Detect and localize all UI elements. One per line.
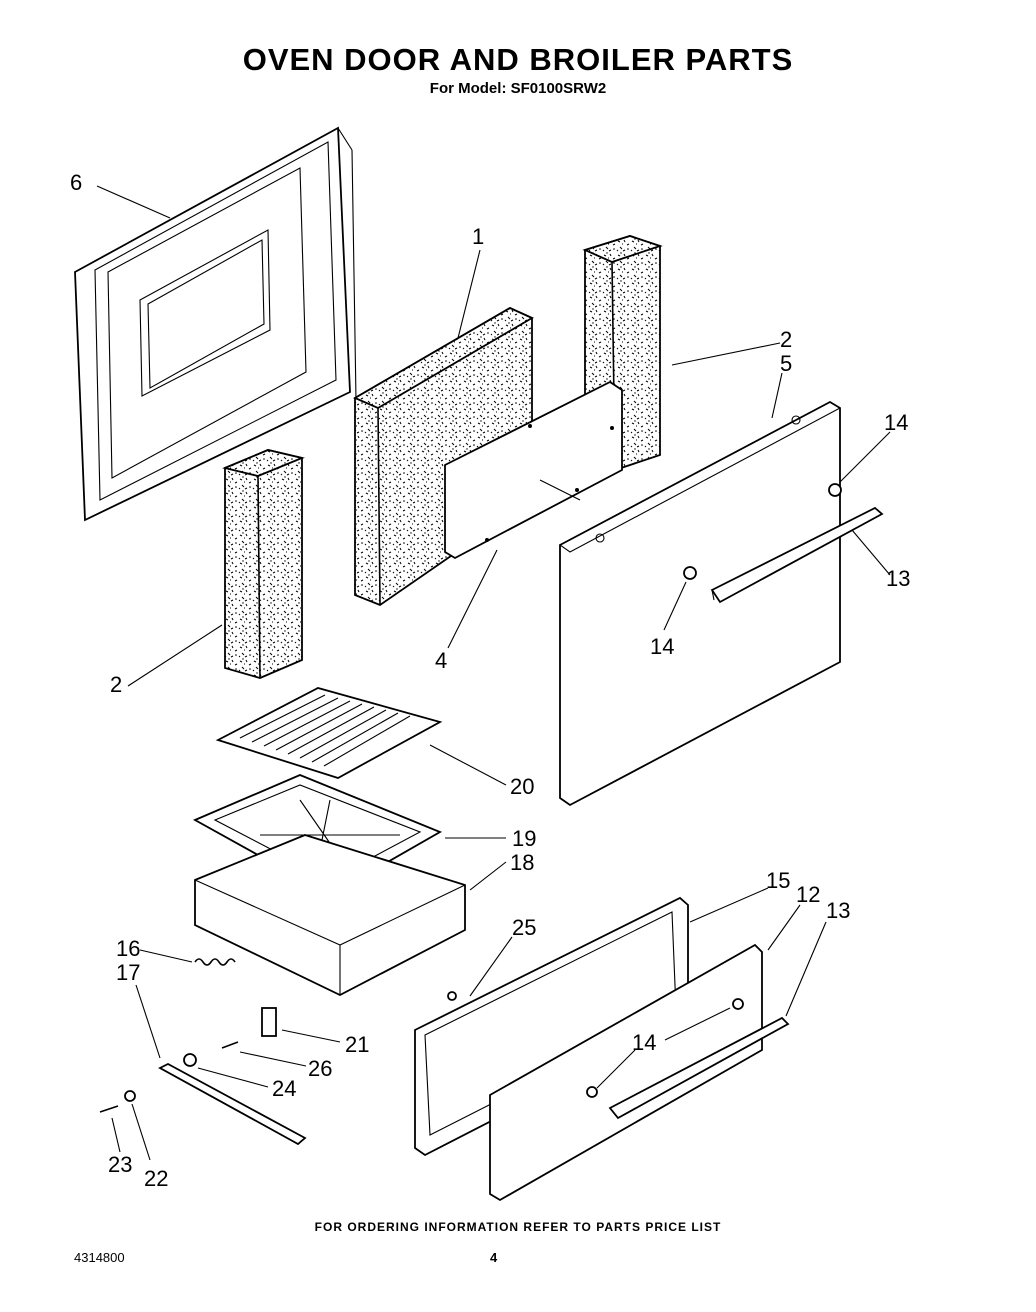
inner-door-panel-part [74,126,357,522]
callout-26: 26 [308,1056,332,1081]
callout-14-upper: 14 [884,410,908,435]
drawer-handle-part [608,1016,790,1120]
handle-spacer-upper [828,483,842,497]
broiler-pan-part [194,834,466,997]
callout-17: 17 [116,960,140,985]
spring-part [194,958,236,966]
leader-lines [96,185,891,1161]
callout-21: 21 [345,1032,369,1057]
callout-4: 4 [435,648,447,673]
fastener-part [447,991,457,1001]
model-subtitle: For Model: SF0100SRW2 [429,80,607,97]
callout-23: 23 [108,1152,132,1177]
callout-1: 1 [472,224,484,249]
callout-18: 18 [510,850,534,875]
insulation-block-part [353,306,534,607]
ordering-info-note: FOR ORDERING INFORMATION REFER TO PARTS … [314,1220,722,1234]
callout-20: 20 [510,774,534,799]
broiler-grid-part [215,687,443,779]
callout-24: 24 [272,1076,296,1101]
callout-14-middle: 14 [650,634,674,659]
clip-part [261,1007,277,1037]
insulation-strip-left-part [222,449,305,679]
page-title: OVEN DOOR AND BROILER PARTS [242,42,794,77]
callout-13-lower: 13 [826,898,850,923]
drawer-spacer-left [586,1086,598,1098]
handle-spacer-lower [683,566,697,580]
nut-part [183,1053,197,1067]
callout-6: 6 [70,170,82,195]
door-liner-plate-part [444,380,623,560]
screw-part [221,1041,239,1049]
callout-13-upper: 13 [886,566,910,591]
callout-12: 12 [796,882,820,907]
washer-part [124,1090,136,1102]
callout-14-lower: 14 [632,1030,656,1055]
page-number: 4 [490,1250,498,1265]
callout-2-left: 2 [110,672,122,697]
door-handle-upper-part [710,506,884,604]
drawer-front-part [489,943,763,1202]
callout-25: 25 [512,915,536,940]
callout-19: 19 [512,826,536,851]
callout-2-right: 2 [780,327,792,352]
callout-16: 16 [116,936,140,961]
callout-15: 15 [766,868,790,893]
callout-5: 5 [780,351,792,376]
callout-22: 22 [144,1166,168,1191]
bracket-part [158,1062,307,1146]
drawer-spacer-right [732,998,744,1010]
outer-door-panel-part [558,400,842,807]
bolt-part [99,1105,119,1113]
document-number: 4314800 [74,1250,125,1265]
